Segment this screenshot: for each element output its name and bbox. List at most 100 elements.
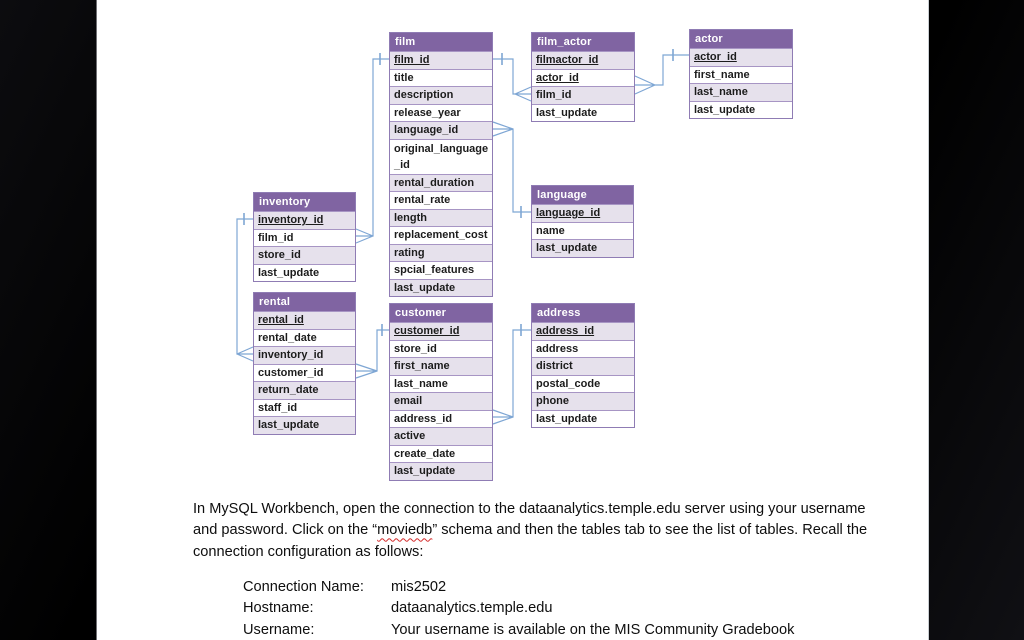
field-label: district [536, 360, 573, 372]
field-row-film_id: film_id [254, 228, 355, 246]
field-label: postal_code [536, 377, 601, 390]
field-row-email: email [390, 392, 492, 410]
field-row-last_update: last_update [254, 263, 355, 281]
field-label: inventory_id [258, 349, 324, 361]
config-label: Hostname: [243, 600, 314, 617]
field-row-inventory_id: inventory_id [254, 346, 355, 364]
field-row-last_update: last_update [254, 416, 355, 434]
field-label: release_year [394, 106, 461, 119]
field-row-name: name [532, 221, 633, 239]
field-label: staff_id [258, 401, 298, 414]
field-label: rental_duration [394, 176, 475, 189]
field-row-inventory_id: inventory_id [254, 211, 355, 229]
field-row-customer_id: customer_id [390, 322, 492, 340]
field-row-district: district [532, 357, 634, 375]
connector-rental.inventory_id-to-inventory.inventory_id [236, 213, 254, 362]
config-value: Your username is available on the MIS Co… [391, 621, 795, 638]
field-row-address_id: address_id [390, 409, 492, 427]
connector-film.language_id-to-language.language_id [492, 121, 531, 218]
field-label: first_name [694, 68, 750, 81]
connector-customer.address_id-to-address.address_id [492, 324, 531, 425]
field-label: last_update [536, 106, 598, 119]
primary-key-field-label: customer_id [394, 325, 460, 337]
field-row-last_update: last_update [390, 462, 492, 480]
table-title: address [532, 304, 634, 322]
config-value: dataanalytics.temple.edu [391, 600, 553, 617]
field-row-actor_id: actor_id [532, 68, 634, 86]
field-label: language_id [394, 124, 459, 136]
field-label: email [394, 395, 423, 407]
primary-key-field-label: actor_id [694, 51, 737, 63]
field-label: address [536, 342, 579, 355]
field-row-last_name: last_name [390, 374, 492, 392]
field-row-actor_id: actor_id [690, 48, 792, 66]
connector-rental.customer_id-to-customer.customer_id [355, 324, 389, 379]
field-row-return_date: return_date [254, 381, 355, 399]
field-label: store_id [258, 249, 301, 261]
table-title: film [390, 33, 492, 51]
table-title: customer [390, 304, 492, 322]
connector-inventory.film_id-to-film.film_id [355, 53, 389, 244]
field-label: last_name [394, 377, 448, 390]
field-row-customer_id: customer_id [254, 363, 355, 381]
field-row-rating: rating [390, 243, 492, 261]
table-title: film_actor [532, 33, 634, 51]
config-row-connection-name: Connection Name:mis2502 [243, 577, 794, 598]
table-actor: actor actor_id first_name last_name last_upd… [689, 29, 793, 119]
field-label: last_update [258, 266, 320, 279]
field-row-release_year: release_year [390, 103, 492, 121]
field-label: rental_rate [394, 194, 451, 206]
field-label: first_name [394, 360, 450, 372]
field-label: customer_id [258, 366, 324, 379]
field-row-address: address [532, 339, 634, 357]
field-row-last_update: last_update [532, 409, 634, 427]
field-row-last_update: last_update [532, 239, 633, 257]
field-label: return_date [258, 384, 319, 396]
config-label: Connection Name: [243, 579, 364, 595]
primary-key-field-label: filmactor_id [536, 54, 599, 66]
field-label: film_id [536, 89, 572, 101]
field-label: last_name [694, 86, 748, 98]
field-row-first_name: first_name [690, 65, 792, 83]
field-row-store_id: store_id [390, 339, 492, 357]
field-row-last_update: last_update [390, 278, 492, 296]
field-row-film_id: film_id [532, 86, 634, 104]
field-label: original_language _id [394, 142, 489, 171]
primary-key-field-label: rental_id [258, 314, 304, 326]
field-row-last_update: last_update [532, 103, 634, 121]
field-row-language_id: language_id [390, 121, 492, 139]
field-label: spcial_features [394, 264, 475, 276]
field-row-phone: phone [532, 392, 634, 410]
field-label: last_update [536, 412, 598, 425]
primary-key-field-label: film_id [394, 54, 430, 66]
field-row-length: length [390, 208, 492, 226]
field-label: film_id [258, 231, 294, 244]
paragraph-line: connection configuration as follows: [193, 543, 424, 560]
config-label: Username: [243, 621, 315, 638]
field-row-film_id: film_id [390, 51, 492, 69]
table-title: inventory [254, 193, 355, 211]
field-row-language_id: language_id [532, 204, 633, 222]
field-label: length [394, 211, 427, 224]
field-label: title [394, 71, 414, 84]
field-row-first_name: first_name [390, 357, 492, 375]
field-label: replacement_cost [394, 229, 488, 241]
connection-config-list: Connection Name:mis2502 Hostname: dataana… [243, 577, 794, 640]
config-row-hostname: Hostname: dataanalytics.temple.edu [243, 598, 794, 619]
table-title: rental [254, 293, 355, 311]
table-title: actor [690, 30, 792, 48]
field-label: last_update [694, 103, 756, 116]
field-row-postal_code: postal_code [532, 374, 634, 392]
field-row-filmactor_id: filmactor_id [532, 51, 634, 69]
field-row-rental_date: rental_date [254, 328, 355, 346]
field-row-rental_duration: rental_duration [390, 173, 492, 191]
primary-key-field-label: address_id [536, 325, 595, 337]
field-row-create_date: create_date [390, 444, 492, 462]
field-label: last_update [394, 281, 456, 294]
field-row-address_id: address_id [532, 322, 634, 340]
